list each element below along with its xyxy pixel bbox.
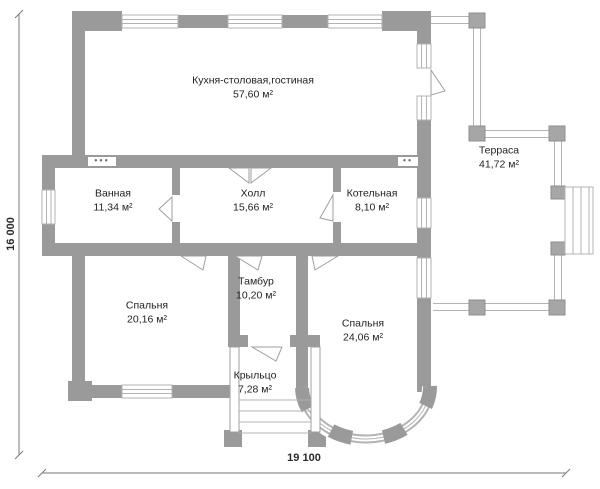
porch-steps [239,399,311,434]
vent-dots-icon: ••• [94,155,110,166]
room-label-hall: Холл 15,66 м² [233,187,273,213]
vent-dots-icon: •• [402,155,414,166]
terrace-steps [564,186,594,255]
room-label-vestibule: Тамбур 10,20 м² [236,275,276,301]
bay-window [294,385,439,447]
dimension-width-label: 19 100 [287,452,321,464]
dimension-height-label: 16 000 [5,217,17,251]
room-label-terrace: Терраса 41,72 м² [478,144,520,170]
room-label-porch: Крыльцо 7,28 м² [233,369,277,395]
room-label-bedroom-2: Спальня 24,06 м² [341,317,385,343]
room-label-bedroom-1: Спальня 20,16 м² [125,299,169,325]
terrace-posts [468,12,566,316]
windows [41,14,432,399]
terrace-railing [431,12,594,316]
room-label-kitchen-living: Кухня-столовая,гостиная 57,60 м² [192,74,314,100]
vent-insets [88,157,418,166]
room-label-boiler: Котельная 8,10 м² [346,187,398,213]
doors [158,68,446,362]
dimension-lines [14,9,571,478]
room-label-bathroom: Ванная 11,34 м² [93,187,133,213]
porch-structure [229,346,321,434]
